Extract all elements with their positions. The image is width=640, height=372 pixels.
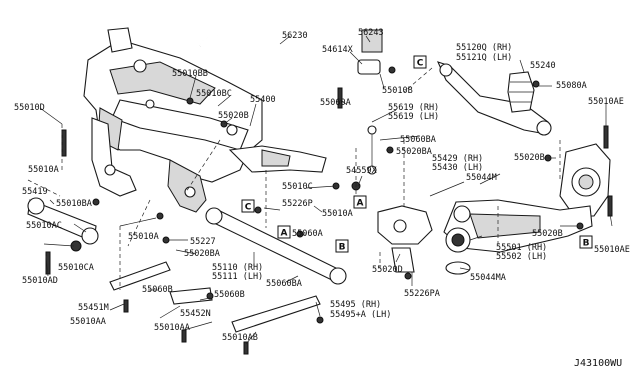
label-55010A-mid: 55010A [128,232,159,242]
label-55419: 55419 [22,187,48,197]
svg-text:B: B [339,243,346,253]
label-55110-rh: 55110 (RH) [212,263,263,273]
label-55020BA: 55020BA [396,147,432,157]
label-55452N: 55452N [180,309,211,319]
label-55010A-right: 55010A [322,209,353,219]
label-54614X: 54614X [322,45,354,55]
label-55227: 55227 [190,237,216,247]
label-55010AD: 55010AD [22,276,58,286]
toe-link-bottom [231,295,321,333]
label-55010AE-top: 55010AE [588,97,624,107]
svg-text:B: B [583,239,590,249]
label-55619-rh: 55619 (RH) [388,103,439,113]
label-55060B: 55060B [142,285,173,295]
label-55619-lh: 55619 (LH) [388,112,439,122]
upper-link-arm [436,61,552,136]
label-55010D: 55010D [14,103,45,113]
label-55060BA-mid: 55060BA [266,279,302,289]
rear-subframe [83,27,327,213]
label-55060A-top: 55060A [320,98,351,108]
label-55010BA: 55010BA [56,199,92,209]
label-55010AA-b: 55010AA [154,323,190,333]
label-55495a-lh: 55495+A (LH) [330,310,391,320]
label-55226P: 55226P [282,199,313,209]
label-55010AC: 55010AC [26,221,62,231]
link-bracket-center [169,287,213,305]
rear-lower-link [205,207,347,285]
label-55121Q: 55121Q (LH) [456,53,512,63]
svg-text:C: C [245,203,252,213]
lower-arm [443,199,593,253]
label-55120Q: 55120Q (RH) [456,43,512,53]
label-55430-lh: 55430 (LH) [432,163,483,173]
label-55111-lh: 55111 (LH) [212,272,263,282]
diagram-code: J43100WU [574,358,622,369]
fastener-bolts [45,66,613,355]
label-55044M: 55044M [466,173,497,183]
callout-box-a-mid: A [277,225,291,239]
label-55501-rh: 55501 (RH) [496,243,547,253]
label-55060A-mid: 55060A [292,229,323,239]
svg-text:A: A [281,229,288,239]
label-55502-lh: 55502 (LH) [496,252,547,262]
leader-lines [27,35,613,345]
label-55495-rh: 55495 (RH) [330,300,381,310]
label-55020B-low: 55020B [532,229,563,239]
label-55044MA: 55044MA [470,273,506,283]
label-55060B-b: 55060B [214,290,245,300]
label-55060BA-top: 55060BA [400,135,436,145]
svg-text:C: C [417,59,424,69]
label-55010B: 55010B [382,86,413,96]
callout-box-c-top: C [413,55,427,69]
rear-arm-bracket [377,205,433,273]
label-55010AE-low: 55010AE [594,245,630,255]
stabilizer-link [367,125,377,175]
label-55010AA-a: 55010AA [70,317,106,327]
label-55080A: 55080A [556,81,587,91]
label-55429-rh: 55429 (RH) [432,154,483,164]
label-55226PA: 55226PA [404,289,440,299]
label-55010CA: 55010CA [58,263,94,273]
label-55020BA-mid: 55020BA [184,249,220,259]
link-bracket-left [109,261,171,291]
rear-knuckle [559,143,611,217]
label-56243: 56243 [358,28,384,38]
label-55010A-left: 55010A [28,165,59,175]
label-55020B-right: 55020B [514,153,545,163]
callout-box-c-mid: C [241,199,255,213]
label-56230: 56230 [282,31,308,41]
label-55240: 55240 [530,61,556,71]
callout-box-b-right: B [579,235,593,249]
label-55010BB: 55010BB [172,69,208,79]
part-labels: 55010D 55010BB 55010BC 55020B 55400 5623… [14,28,630,343]
label-54559X: 54559X [346,166,378,176]
bump-stopper [507,71,535,113]
label-55400: 55400 [250,95,276,105]
label-55010AB: 55010AB [222,333,258,343]
stabilizer-bar [199,29,383,128]
label-55451M: 55451M [78,303,109,313]
label-55010C: 55010C [282,182,313,192]
label-55020B-top: 55020B [218,111,249,121]
callout-box-b-mid: B [335,239,349,253]
label-55020D: 55020D [372,265,403,275]
label-55010BC: 55010BC [196,89,232,99]
svg-text:A: A [357,199,364,209]
spring-seat [445,227,471,275]
callout-box-a-right: A [353,195,367,209]
